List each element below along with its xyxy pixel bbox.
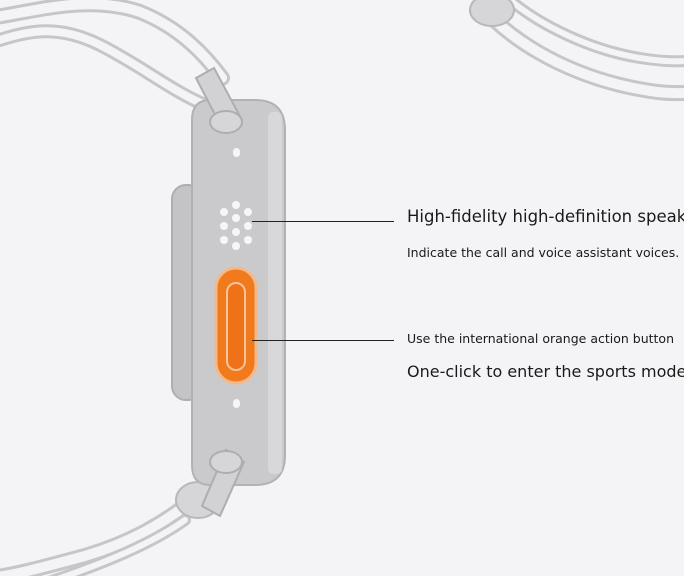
strap-top-right xyxy=(469,0,684,102)
case-edge xyxy=(268,112,282,474)
speaker-callout-line xyxy=(252,221,394,222)
strap-top-left xyxy=(0,0,230,112)
lug-top xyxy=(194,66,244,134)
microphone-hole-bottom xyxy=(233,399,240,408)
speaker-description: Indicate the call and voice assistant vo… xyxy=(407,245,680,260)
lug-bottom xyxy=(200,448,246,518)
speaker-title: High-fidelity high-definition speaker xyxy=(407,207,684,226)
microphone-hole-top xyxy=(233,148,240,157)
action-button-callout-line xyxy=(252,340,394,341)
speaker-grille xyxy=(220,201,252,250)
action-button-description: One-click to enter the sports mode. xyxy=(407,362,684,381)
action-button-title: Use the international orange action butt… xyxy=(407,331,674,346)
strap-bottom xyxy=(0,481,221,576)
action-button xyxy=(214,266,258,385)
